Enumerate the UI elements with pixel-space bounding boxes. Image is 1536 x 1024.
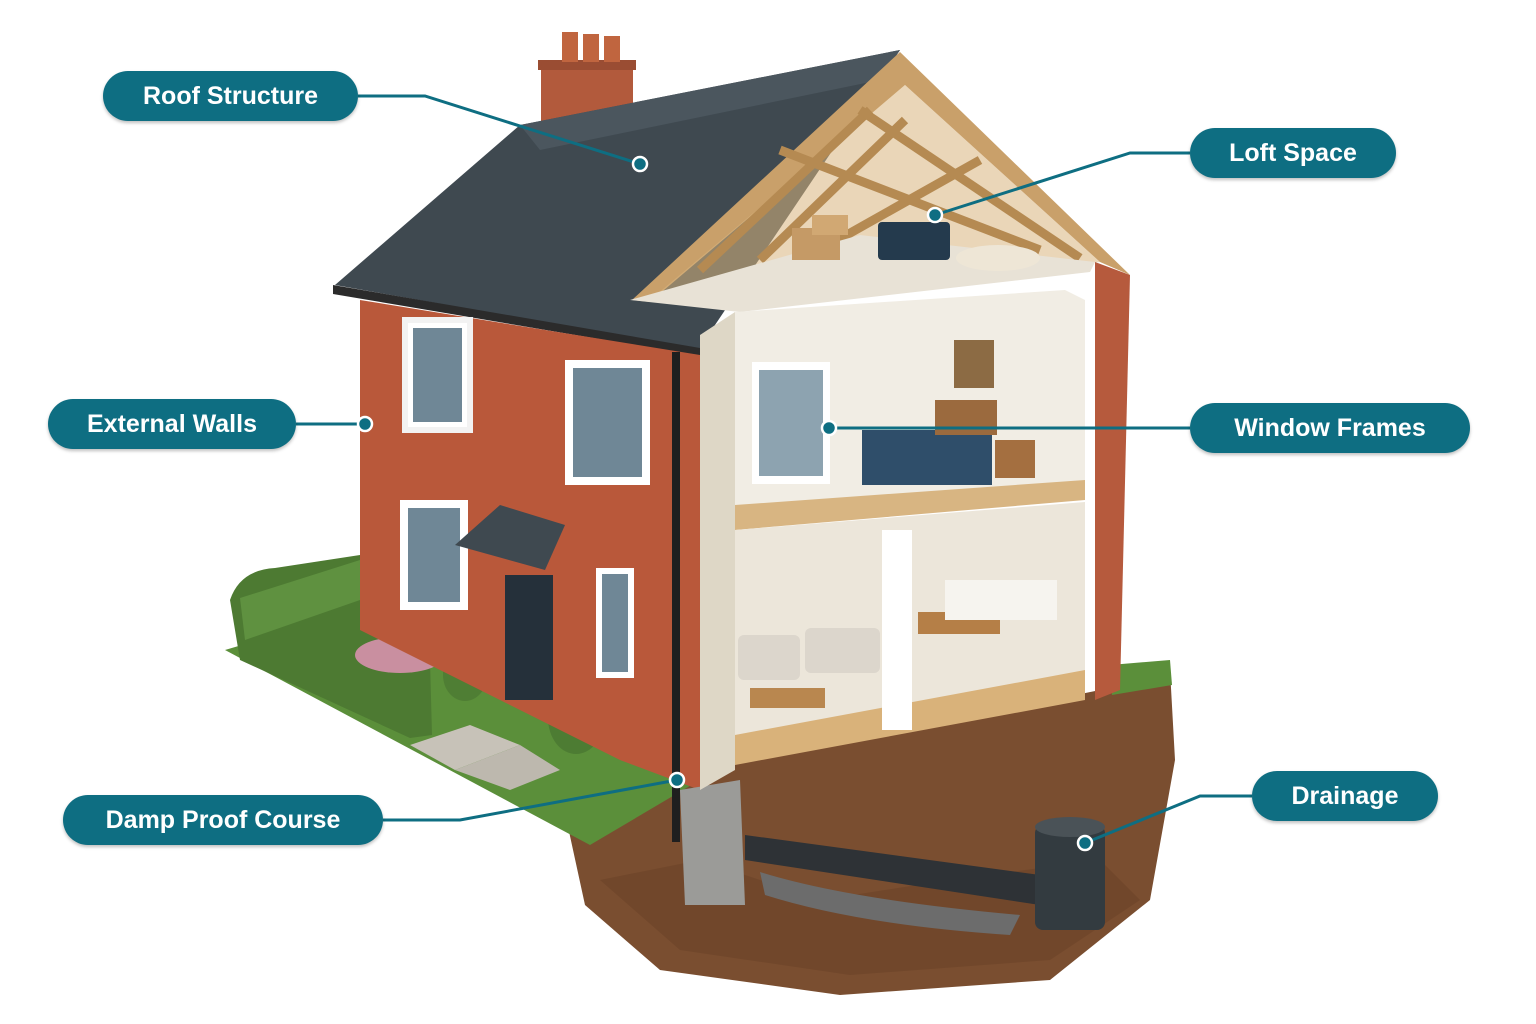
- dot-external-walls: [356, 415, 374, 433]
- leader-loft-space: [934, 151, 1190, 217]
- callout-drainage: Drainage: [1252, 771, 1438, 821]
- kitchen-counter: [945, 580, 1057, 620]
- front-path: [410, 725, 520, 770]
- armchair: [805, 628, 880, 673]
- window-upper-left-glass: [413, 328, 462, 422]
- callout-damp-proof-course: Damp Proof Course: [63, 795, 383, 845]
- bed: [862, 430, 992, 485]
- inspection-chamber: [1035, 825, 1105, 930]
- loft-insulation-roll: [956, 245, 1040, 271]
- leader-roof-structure: [358, 94, 641, 166]
- room-divider: [882, 530, 912, 730]
- chimney-pot-1: [562, 32, 578, 62]
- roof: [333, 50, 1130, 356]
- window-lower-right-glass: [602, 574, 628, 672]
- callout-dots: [356, 155, 1094, 852]
- dot-damp-proof-course: [668, 771, 686, 789]
- callout-external-walls: External Walls: [48, 399, 296, 449]
- dot-drainage: [1076, 834, 1094, 852]
- roof-slate-front: [335, 50, 900, 350]
- lawn-right: [1110, 660, 1172, 695]
- downpipe: [672, 352, 680, 842]
- front-door: [505, 575, 553, 700]
- bedroom-window-glass: [759, 370, 823, 476]
- loft-box-2: [812, 215, 848, 235]
- callout-window-frames: Window Frames: [1190, 403, 1470, 453]
- sofa: [738, 635, 800, 680]
- chimney-pot-2: [583, 34, 599, 62]
- upper-floor-boards: [735, 480, 1085, 530]
- garden-path: [455, 745, 560, 790]
- dot-roof-structure: [631, 155, 649, 173]
- bed-headboard: [935, 400, 997, 435]
- window-upper-mid-glass: [573, 368, 642, 477]
- dot-window-frames: [820, 419, 838, 437]
- callout-loft-space: Loft Space: [1190, 128, 1396, 178]
- roof-slate-shade: [520, 50, 900, 150]
- drainage-system: [745, 817, 1105, 935]
- interior-cutaway: [700, 290, 1085, 790]
- porch-canopy: [455, 505, 565, 570]
- foundation-blocks: [680, 780, 745, 905]
- callout-leaders: [296, 94, 1252, 845]
- hedge-top: [240, 560, 360, 640]
- front-facade: [360, 262, 1130, 905]
- side-wall-brick: [1095, 262, 1130, 700]
- cutaway-wall-edge: [700, 312, 735, 790]
- drain-pipe: [745, 835, 1040, 905]
- loft-trunk: [878, 222, 950, 260]
- bedside-table: [995, 440, 1035, 478]
- window-lower-left-glass: [408, 508, 460, 602]
- drain-gravel: [760, 872, 1020, 935]
- inspection-chamber-top: [1035, 817, 1105, 837]
- dot-loft-space: [926, 206, 944, 224]
- wall-picture: [954, 340, 994, 388]
- gutter-front: [333, 285, 700, 356]
- coffee-table: [750, 688, 825, 708]
- callout-roof-structure: Roof Structure: [103, 71, 358, 121]
- chimney-pot-3: [604, 36, 620, 62]
- chimney-cap: [538, 60, 636, 70]
- roof-cutaway-frame: [632, 52, 1130, 302]
- leader-damp-proof-course: [383, 778, 678, 822]
- leader-drainage: [1084, 794, 1252, 845]
